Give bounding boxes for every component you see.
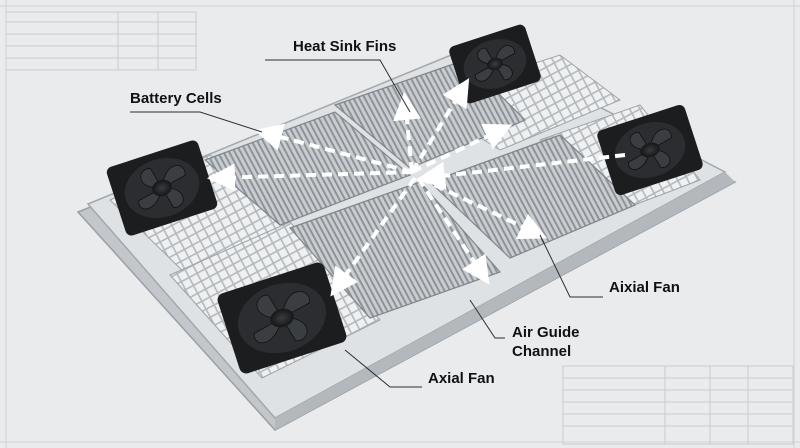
fin-block-left [203, 111, 412, 226]
axial-fan-bottom-label: Axial Fan [428, 370, 495, 387]
heat-sink-fins-label: Heat Sink Fins [293, 38, 397, 55]
axial-fan-right-label: Aixial Fan [609, 279, 680, 296]
background-spec-table-top-left [5, 11, 197, 71]
air-guide-channel-label: Air Guide Channel [512, 323, 580, 361]
fin-block-right [428, 134, 637, 259]
axial-fan-icon [106, 24, 703, 374]
air-guide-label-line1: Air Guide [512, 324, 580, 341]
background-spec-table-bottom-right [562, 365, 794, 445]
air-guide-label-line2: Channel [512, 343, 572, 360]
airflow-arrow-icon [207, 78, 626, 297]
battery-cells-label: Battery Cells [130, 90, 222, 107]
leader-lines [130, 59, 603, 388]
